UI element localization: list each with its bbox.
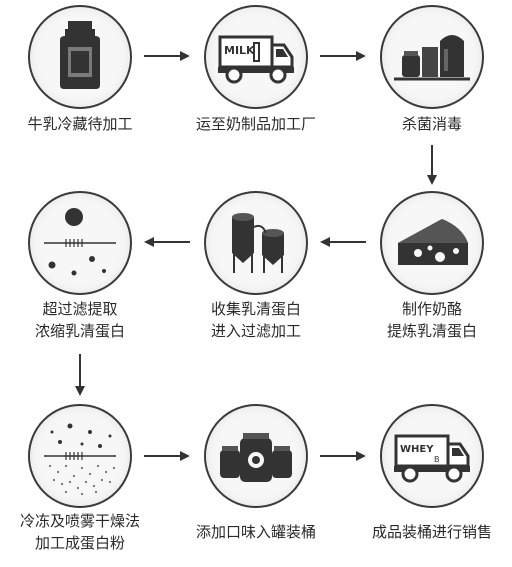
whey-truck-subtext: B xyxy=(434,455,440,464)
step-4-label-line-1: 制作奶酪 xyxy=(401,300,462,318)
step-5-label: 收集乳清蛋白 进入过滤加工 xyxy=(181,298,331,342)
tanks-icon xyxy=(394,35,470,81)
arrow-1-to-2 xyxy=(144,50,190,62)
step-2-label: 运至奶制品加工厂 xyxy=(181,113,331,135)
step-2-label-line-1: 运至奶制品加工厂 xyxy=(195,115,316,133)
whey-truck-icon: WHEY B xyxy=(394,434,470,483)
jars-icon xyxy=(220,433,292,482)
step-7-label-line-2: 加工成蛋白粉 xyxy=(34,534,125,552)
milk-truck-text: MILK xyxy=(224,44,255,57)
cheese-icon xyxy=(398,219,468,265)
step-4-label-line-2: 提炼乳清蛋白 xyxy=(386,322,477,340)
step-6-label-line-2: 浓缩乳清蛋白 xyxy=(34,322,125,340)
step-8-circle xyxy=(204,404,308,508)
step-9-circle: WHEY B xyxy=(380,404,484,508)
arrow-7-to-8 xyxy=(144,450,190,462)
step-7-label: 冷冻及喷雾干燥法 加工成蛋白粉 xyxy=(5,510,155,554)
arrow-3-to-4 xyxy=(426,145,438,185)
filter-icon xyxy=(44,208,116,276)
step-1-label: 牛乳冷藏待加工 xyxy=(5,113,155,135)
step-8-label: 添加口味入罐装桶 xyxy=(181,521,331,543)
step-7-circle xyxy=(28,404,132,508)
arrow-6-to-7 xyxy=(74,354,86,396)
step-6-circle xyxy=(28,191,132,295)
milk-can-icon xyxy=(60,21,100,89)
step-9-label-line-1: 成品装桶进行销售 xyxy=(371,523,492,541)
step-6-label-line-1: 超过滤提取 xyxy=(42,300,118,318)
arrow-2-to-3 xyxy=(320,50,366,62)
step-5-label-line-2: 进入过滤加工 xyxy=(210,322,301,340)
step-4-circle xyxy=(380,191,484,295)
step-5-label-line-1: 收集乳清蛋白 xyxy=(210,300,301,318)
arrow-5-to-6 xyxy=(144,236,190,248)
powder-icon xyxy=(44,423,116,495)
step-2-circle: MILK xyxy=(204,5,308,109)
silos-icon xyxy=(232,213,284,273)
step-3-label-line-1: 杀菌消毒 xyxy=(401,115,462,133)
step-3-label: 杀菌消毒 xyxy=(357,113,507,135)
arrow-4-to-5 xyxy=(320,236,366,248)
step-4-label: 制作奶酪 提炼乳清蛋白 xyxy=(357,298,507,342)
step-1-circle xyxy=(28,5,132,109)
arrow-8-to-9 xyxy=(320,450,366,462)
step-3-circle xyxy=(380,5,484,109)
step-6-label: 超过滤提取 浓缩乳清蛋白 xyxy=(5,298,155,342)
step-9-label: 成品装桶进行销售 xyxy=(357,521,507,543)
step-5-circle xyxy=(204,191,308,295)
step-8-label-line-1: 添加口味入罐装桶 xyxy=(195,523,316,541)
whey-truck-text: WHEY xyxy=(400,444,434,455)
step-1-label-line-1: 牛乳冷藏待加工 xyxy=(27,115,133,133)
milk-truck-icon: MILK xyxy=(218,35,294,84)
step-7-label-line-1: 冷冻及喷雾干燥法 xyxy=(19,512,140,530)
